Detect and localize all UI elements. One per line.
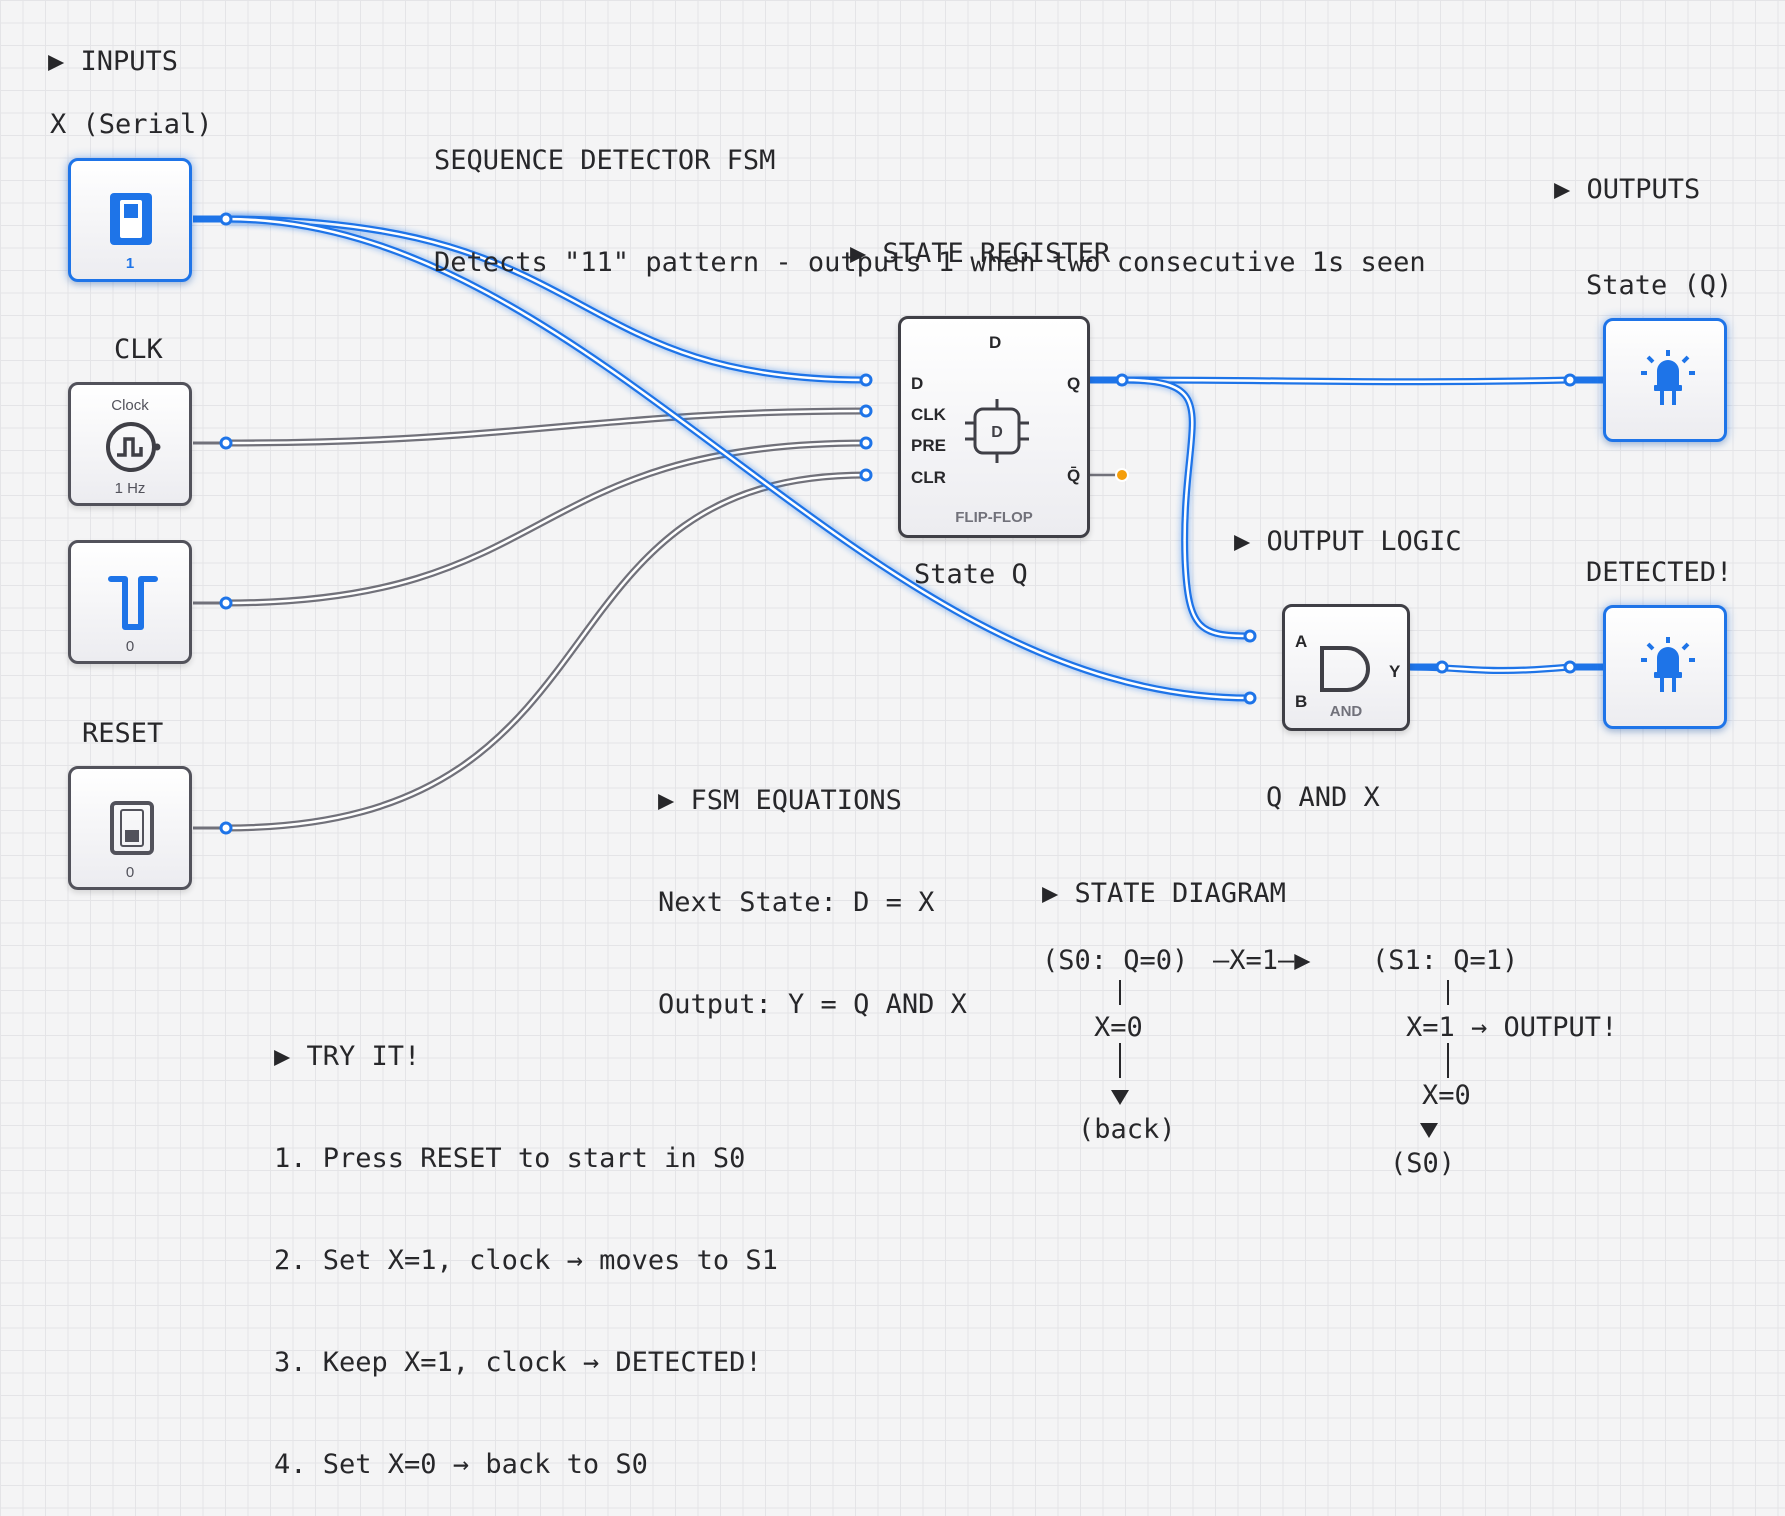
reset-value: 0 xyxy=(125,864,135,881)
output-logic-header: ▶ OUTPUT LOGIC xyxy=(1234,526,1462,557)
qbar-output-dot xyxy=(1115,468,1129,482)
led-lamp-icon xyxy=(1641,350,1695,405)
and-gate-caption: Q AND X xyxy=(1266,782,1380,813)
pin-b: B xyxy=(1295,692,1308,711)
state-diagram-connectors xyxy=(1111,980,1449,1138)
reset-toggle[interactable]: 0 xyxy=(68,766,192,890)
transition-s0-s1: —X=1—▶ xyxy=(1213,945,1311,976)
state-register-header: ▶ STATE REGISTER xyxy=(850,238,1111,269)
equation-output: Output: Y = Q AND X xyxy=(658,989,967,1020)
s0-back-label: (back) xyxy=(1078,1114,1176,1145)
state-s0: (S0: Q=0) xyxy=(1042,945,1189,976)
step-1: 1. Press RESET to start in S0 xyxy=(274,1143,746,1174)
d-flipflop-chip-icon: D xyxy=(965,399,1029,463)
outputs-header: ▶ OUTPUTS xyxy=(1554,174,1701,205)
pin-q: Q xyxy=(1067,374,1081,393)
wire-x-to-d xyxy=(225,214,867,385)
pulse-button[interactable]: 0 xyxy=(68,540,192,664)
flipflop-caption: State Q xyxy=(914,559,1028,590)
reset-label: RESET xyxy=(82,718,164,749)
pulse-button-icon xyxy=(108,576,158,630)
x-input-value: 1 xyxy=(125,255,135,272)
wire-clk xyxy=(225,407,867,447)
s1-x0-label: X=0 xyxy=(1422,1080,1471,1111)
state-s1: (S1: Q=1) xyxy=(1372,945,1519,976)
toggle-switch-off-icon xyxy=(110,801,154,855)
inputs-header: ▶ INPUTS xyxy=(48,46,179,77)
s1-to-s0-label: (S0) xyxy=(1390,1148,1456,1179)
subtitle: Detects "11" pattern - outputs 1 when tw… xyxy=(434,247,1426,278)
step-4: 4. Set X=0 → back to S0 xyxy=(274,1449,648,1480)
x-input-toggle[interactable]: 1 xyxy=(68,158,192,282)
title-block: SEQUENCE DETECTOR FSM Detects "11" patte… xyxy=(434,76,1426,314)
x-input-label: X (Serial) xyxy=(50,109,213,140)
and-gate[interactable]: A B Y AND xyxy=(1282,604,1410,731)
flipflop-name: FLIP-FLOP xyxy=(955,509,1033,526)
pin-clk: CLK xyxy=(911,405,946,424)
title: SEQUENCE DETECTOR FSM xyxy=(434,145,776,176)
step-3: 3. Keep X=1, clock → DETECTED! xyxy=(274,1347,762,1378)
fsm-equations-header: ▶ FSM EQUATIONS xyxy=(658,785,902,816)
clock-source[interactable]: Clock 1 Hz xyxy=(68,382,192,506)
s0-x0-label: X=0 xyxy=(1094,1012,1143,1043)
and-gate-name: AND xyxy=(1329,703,1363,720)
clock-square-wave-icon xyxy=(106,422,161,472)
clk-label: CLK xyxy=(114,334,163,365)
pin-y: Y xyxy=(1389,662,1401,681)
wire-reset-to-clr xyxy=(225,471,867,832)
wire-x-to-and-b xyxy=(225,214,1251,703)
clock-frequency: 1 Hz xyxy=(114,480,146,497)
equation-next-state: Next State: D = X xyxy=(658,887,935,918)
pin-a: A xyxy=(1295,632,1308,651)
clock-caption: Clock xyxy=(111,397,149,414)
wire-q-to-and-a xyxy=(1121,375,1251,641)
detected-led xyxy=(1603,605,1727,729)
wire-pulse-to-pre xyxy=(225,439,867,607)
state-output-label: State (Q) xyxy=(1586,270,1733,301)
fsm-equations: ▶ FSM EQUATIONS Next State: D = X Output… xyxy=(658,716,967,1056)
led-lamp-icon xyxy=(1641,637,1695,692)
state-diagram-header: ▶ STATE DIAGRAM xyxy=(1042,878,1286,909)
detected-output-label: DETECTED! xyxy=(1586,557,1733,588)
d-flipflop[interactable]: D D CLK PRE CLR Q Q̄ D FLIP-FLOP xyxy=(898,316,1090,538)
wires-layer xyxy=(193,212,1603,835)
flipflop-top-label: D xyxy=(989,333,1002,352)
and-gate-icon xyxy=(1320,646,1370,692)
try-it-header: ▶ TRY IT! xyxy=(274,1041,421,1072)
toggle-switch-on-icon xyxy=(110,193,152,245)
connection-dots xyxy=(219,212,1577,835)
pin-d: D xyxy=(911,374,924,393)
pin-pre: PRE xyxy=(911,436,946,455)
pulse-value: 0 xyxy=(125,638,135,655)
pin-clr: CLR xyxy=(911,468,946,487)
flipflop-icon-letter: D xyxy=(991,424,1003,441)
wire-q-to-state-led xyxy=(1121,375,1571,387)
step-2: 2. Set X=1, clock → moves to S1 xyxy=(274,1245,778,1276)
s1-x1-output-label: X=1 → OUTPUT! xyxy=(1406,1012,1618,1043)
state-led xyxy=(1603,318,1727,442)
pin-qbar: Q̄ xyxy=(1067,466,1081,485)
